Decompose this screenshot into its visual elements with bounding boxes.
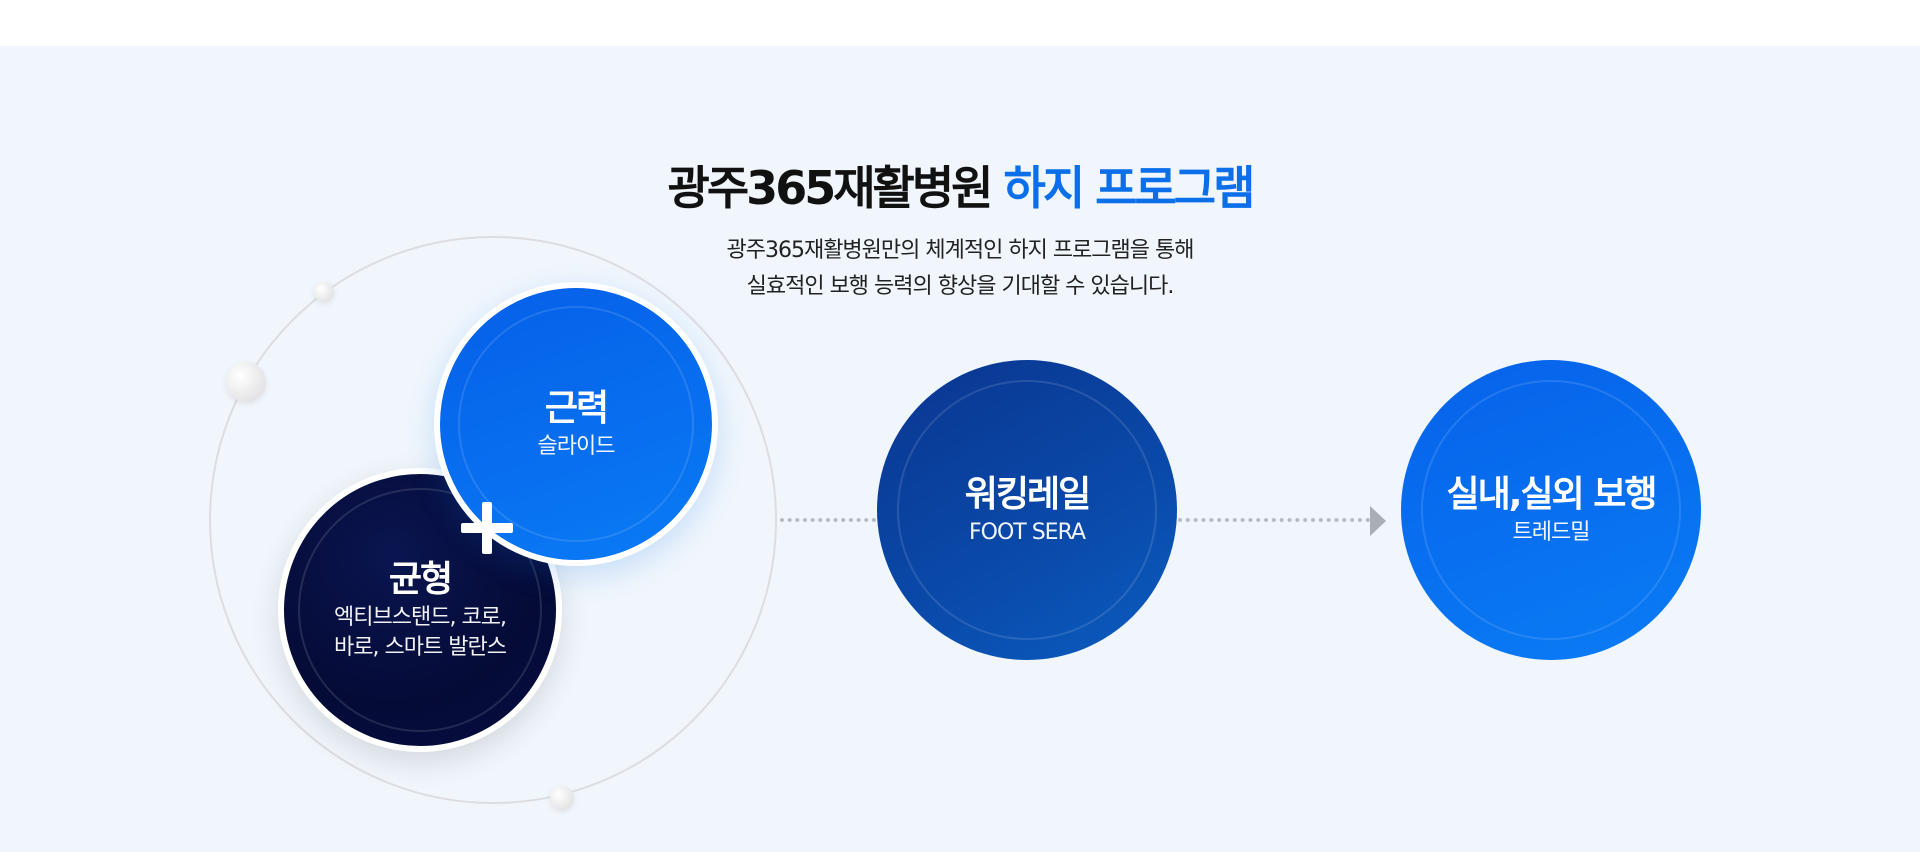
program-subtitle: 슬라이드	[537, 434, 616, 459]
subtitle-line-2: 실효적인 보행 능력의 향상을 기대할 수 있습니다.	[746, 274, 1175, 299]
page-subtitle: 광주365재활병원만의 체계적인 하지 프로그램을 통해 실효적인 보행 능력의…	[0, 233, 1920, 305]
program-title: 균형	[388, 559, 453, 600]
orbit-dot	[226, 362, 266, 402]
program-subtitle: FOOT SERA	[968, 520, 1086, 545]
title-main: 광주365재활병원	[667, 161, 994, 215]
orbit-dot	[314, 282, 334, 302]
program-indoor-outdoor-walking: 실내,실외 보행 트레드밀	[1401, 360, 1701, 660]
subtitle-line-1: 광주365재활병원만의 체계적인 하지 프로그램을 통해	[726, 238, 1194, 263]
program-subtitle-line-1: 엑티브스탠드, 코로,	[334, 605, 507, 630]
title-accent: 하지 프로그램	[1003, 161, 1256, 215]
program-title: 실내,실외 보행	[1446, 474, 1658, 515]
orbit-dot	[550, 786, 574, 810]
program-subtitle: 트레드밀	[1512, 520, 1591, 545]
program-walking-rail: 워킹레일 FOOT SERA	[877, 360, 1177, 660]
page-title: 광주365재활병원 하지 프로그램	[0, 156, 1920, 220]
program-subtitle-line-2: 바로, 스마트 발란스	[334, 635, 507, 660]
program-title: 워킹레일	[964, 474, 1091, 515]
plus-icon	[461, 502, 513, 554]
connector-line	[780, 518, 876, 522]
connector-line	[1178, 518, 1370, 522]
program-title: 근력	[544, 388, 609, 429]
orbit-ring	[209, 236, 777, 804]
arrow-right-icon	[1370, 506, 1386, 536]
